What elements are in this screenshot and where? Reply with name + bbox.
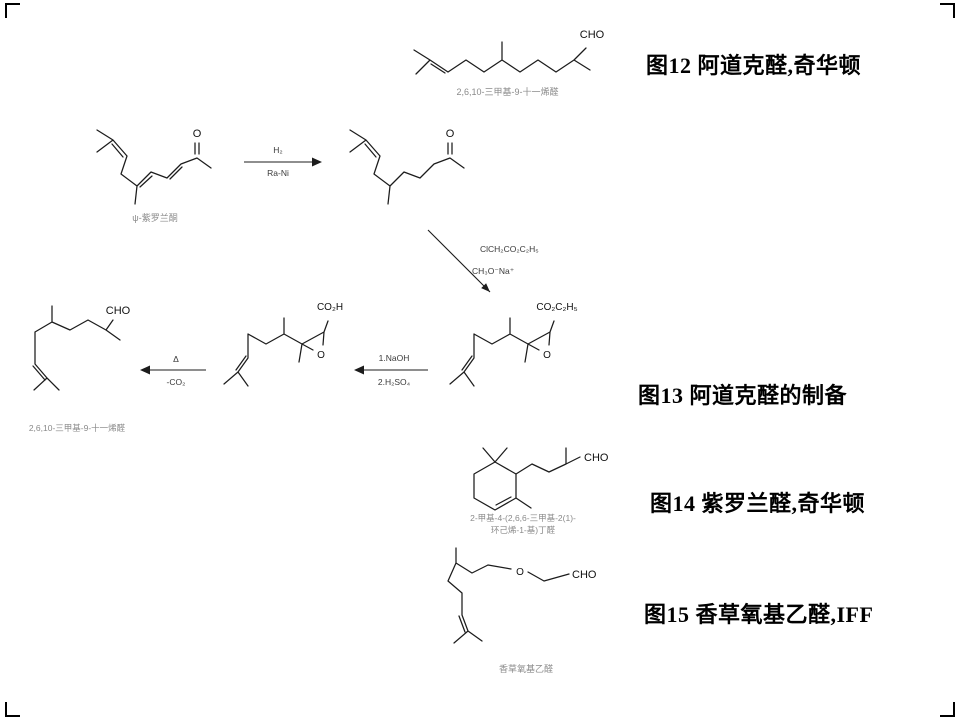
corner-mark-bottom-right xyxy=(940,702,955,717)
arrow-head-icon xyxy=(140,365,150,375)
atom-label-ester: CO₂C₂H₅ xyxy=(536,302,577,313)
figure13-label: 图13 阿道克醛的制备 xyxy=(638,383,848,408)
corner-mark-bottom-left xyxy=(5,702,20,717)
caption-adoxal-product: 2,6,10-三甲基-9-十一烯醛 xyxy=(28,423,126,433)
reagent-co2: -CO₂ xyxy=(167,377,186,387)
caption-psi-ionone: ψ-紫罗兰酮 xyxy=(132,213,178,223)
bond-lines xyxy=(33,305,121,391)
caption-ional: 2-甲基-4-(2,6,6-三甲基-2(1)- 环己烯-1-基)丁醛 xyxy=(438,513,608,537)
cyclohexene-ring xyxy=(473,461,517,511)
double-bond-line xyxy=(430,63,446,74)
bond-lines xyxy=(447,547,570,644)
arrow-head-icon xyxy=(312,157,322,167)
reaction-arrow-darzens: ClCH₂CO₂C₂H₅ CH₃O⁻Na⁺ xyxy=(427,229,539,293)
reagent-naoh: 1.NaOH xyxy=(379,353,410,363)
double-bond-line xyxy=(364,143,377,158)
atom-label-o: O xyxy=(193,128,202,140)
atom-label-ether-o: O xyxy=(516,567,524,578)
atom-label-cho: CHO xyxy=(572,569,597,581)
figure14-label: 图14 紫罗兰醛,奇华顿 xyxy=(650,491,866,516)
arrow-line xyxy=(427,229,491,293)
caption-ional-line1: 2-甲基-4-(2,6,6-三甲基-2(1)- xyxy=(470,513,576,523)
reagent-chloroacetate: ClCH₂CO₂C₂H₅ xyxy=(480,244,539,254)
double-bond-line xyxy=(32,365,46,381)
figure12-label: 图12 阿道克醛,奇华顿 xyxy=(646,53,862,78)
structure-dihydro-ketone: O xyxy=(349,128,465,205)
corner-mark-top-left xyxy=(5,3,20,18)
reagent-ra-ni: Ra-Ni xyxy=(267,168,289,178)
double-bond-line xyxy=(495,496,512,506)
reaction-arrow-decarboxylation: Δ -CO₂ xyxy=(140,354,206,387)
atom-label-cho: CHO xyxy=(584,452,609,464)
bond-lines xyxy=(96,129,212,205)
bond-lines xyxy=(449,317,555,387)
structure-ional: CHO xyxy=(473,447,609,511)
structure-vanilla-oxyacetaldehyde: O CHO xyxy=(447,547,597,644)
reagent-methoxide: CH₃O⁻Na⁺ xyxy=(472,266,515,276)
reaction-arrow-hydrolysis: 1.NaOH 2.H₂SO₄ xyxy=(354,353,428,387)
structure-psi-ionone: O xyxy=(96,128,212,205)
structure-adoxal-product: CHO xyxy=(32,305,131,391)
reagent-h2so4: 2.H₂SO₄ xyxy=(378,377,411,387)
atom-label-cho: CHO xyxy=(106,305,131,317)
figure15-label: 图15 香草氧基乙醛,IFF xyxy=(644,602,874,627)
double-bond-line xyxy=(461,355,473,371)
caption-adoxal-top: 2,6,10-三甲基-9-十一烯醛 xyxy=(456,87,559,97)
reagent-delta: Δ xyxy=(173,354,179,364)
bond-lines xyxy=(482,447,581,509)
atom-label-epoxide-o: O xyxy=(543,350,551,361)
corner-mark-top-right xyxy=(940,3,955,18)
bond-lines xyxy=(349,129,465,205)
atom-label-o: O xyxy=(446,128,455,140)
arrow-head-icon xyxy=(481,283,490,292)
arrow-head-icon xyxy=(354,365,364,375)
double-bond-line xyxy=(458,615,466,633)
double-bond-line xyxy=(235,355,247,371)
atom-label-epoxide-o: O xyxy=(317,350,325,361)
reaction-arrow-hydrogenation: H₂ Ra-Ni xyxy=(244,145,322,178)
caption-ional-line2: 环己烯-1-基)丁醛 xyxy=(490,524,556,535)
structure-glycidic-acid: CO₂H O xyxy=(223,302,343,387)
reagent-h2: H₂ xyxy=(273,145,282,155)
atom-label-cho: CHO xyxy=(580,29,605,41)
atom-label-carboxyl: CO₂H xyxy=(317,302,343,313)
bond-lines xyxy=(223,317,329,387)
structure-adoxal: CHO xyxy=(413,29,605,75)
bond-lines xyxy=(413,41,591,75)
structure-glycidic-ester: CO₂C₂H₅ O xyxy=(449,302,578,387)
double-bond-lines xyxy=(111,143,183,188)
caption-vanilla: 香草氧基乙醛 xyxy=(498,664,553,674)
